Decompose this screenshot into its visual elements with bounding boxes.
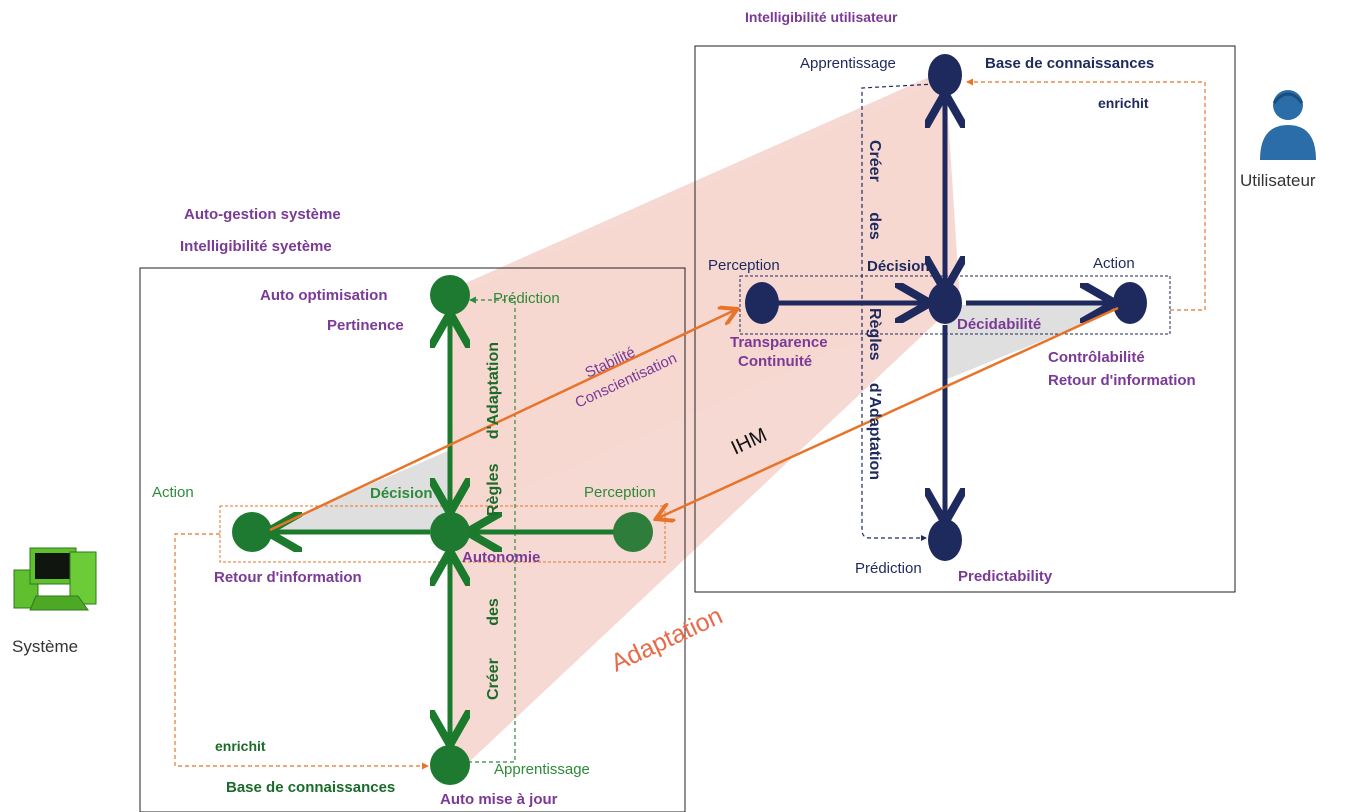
system-label-base-connaissances: Base de connaissances <box>226 779 395 796</box>
user-label-decision: Décision <box>867 258 930 275</box>
user-label-base-connaissances: Base de connaissances <box>985 55 1154 72</box>
user-label-regles-adaptation: Règles d'Adaptation <box>866 308 883 480</box>
computer-icon <box>13 547 97 611</box>
system-label-action: Action <box>152 484 194 501</box>
system-label-perception: Perception <box>584 484 656 501</box>
user-label-prediction: Prédiction <box>855 560 922 577</box>
user-label-apprentissage: Apprentissage <box>800 55 896 72</box>
user-enrichit-loop <box>966 78 1206 311</box>
bridge-arrow-ihm <box>658 306 1119 518</box>
system-label-pertinence: Pertinence <box>327 317 404 334</box>
user-label-action: Action <box>1093 255 1135 272</box>
system-frame <box>139 267 686 812</box>
bridge-arrow-stabilite <box>269 310 735 532</box>
system-label-apprentissage: Apprentissage <box>494 761 590 778</box>
system-learning-loop <box>468 296 516 763</box>
system-label-prediction: Prédiction <box>493 290 560 307</box>
user-title: Intelligibilité utilisateur <box>745 9 898 25</box>
user-icon <box>1260 90 1316 160</box>
user-label-controlabilite: Contrôlabilité <box>1048 349 1145 366</box>
user-actor-label: Utilisateur <box>1240 171 1316 190</box>
system-label-auto-mise-a-jour: Auto mise à jour <box>440 791 558 808</box>
user-node-knowledge <box>928 54 962 96</box>
user-label-transparence: Transparence <box>730 334 828 351</box>
system-label-regles-adaptation: Règles d'Adaptation <box>485 342 502 516</box>
user-learning-loop <box>861 83 936 541</box>
user-label-perception: Perception <box>708 257 780 274</box>
system-node-knowledge <box>430 745 470 785</box>
user-label-continuite: Continuité <box>738 353 812 370</box>
system-label-creer-des: Créer des <box>485 598 502 700</box>
adaptation-band-upper <box>452 80 948 520</box>
system-label-autonomie: Autonomie <box>462 549 540 566</box>
system-node-optimisation <box>430 275 470 315</box>
system-title-autogestion: Auto-gestion système <box>184 206 341 223</box>
user-label-predictability: Predictability <box>958 568 1053 585</box>
user-label-retour-information: Retour d'information <box>1048 372 1196 389</box>
system-label-enrichit: enrichit <box>215 738 266 754</box>
system-label-decision: Décision <box>370 485 433 502</box>
system-label-retour-information: Retour d'information <box>214 569 362 586</box>
user-node-prediction <box>928 519 962 561</box>
user-label-enrichit: enrichit <box>1098 95 1149 111</box>
user-node-decision <box>928 282 962 324</box>
system-node-action <box>232 512 272 552</box>
user-label-creer-des: Créer des <box>866 140 883 240</box>
system-enrichit-loop <box>174 533 429 770</box>
user-node-action <box>1113 282 1147 324</box>
user-node-perception <box>745 282 779 324</box>
system-title-intelligibilite: Intelligibilité syetème <box>180 238 332 255</box>
user-frame <box>694 45 1236 593</box>
user-label-decidabilite: Décidabilité <box>957 316 1041 333</box>
system-node-perception <box>613 512 653 552</box>
system-node-decision <box>430 512 470 552</box>
system-label-auto-optimisation: Auto optimisation <box>260 287 388 304</box>
system-actor-label: Système <box>12 637 78 656</box>
